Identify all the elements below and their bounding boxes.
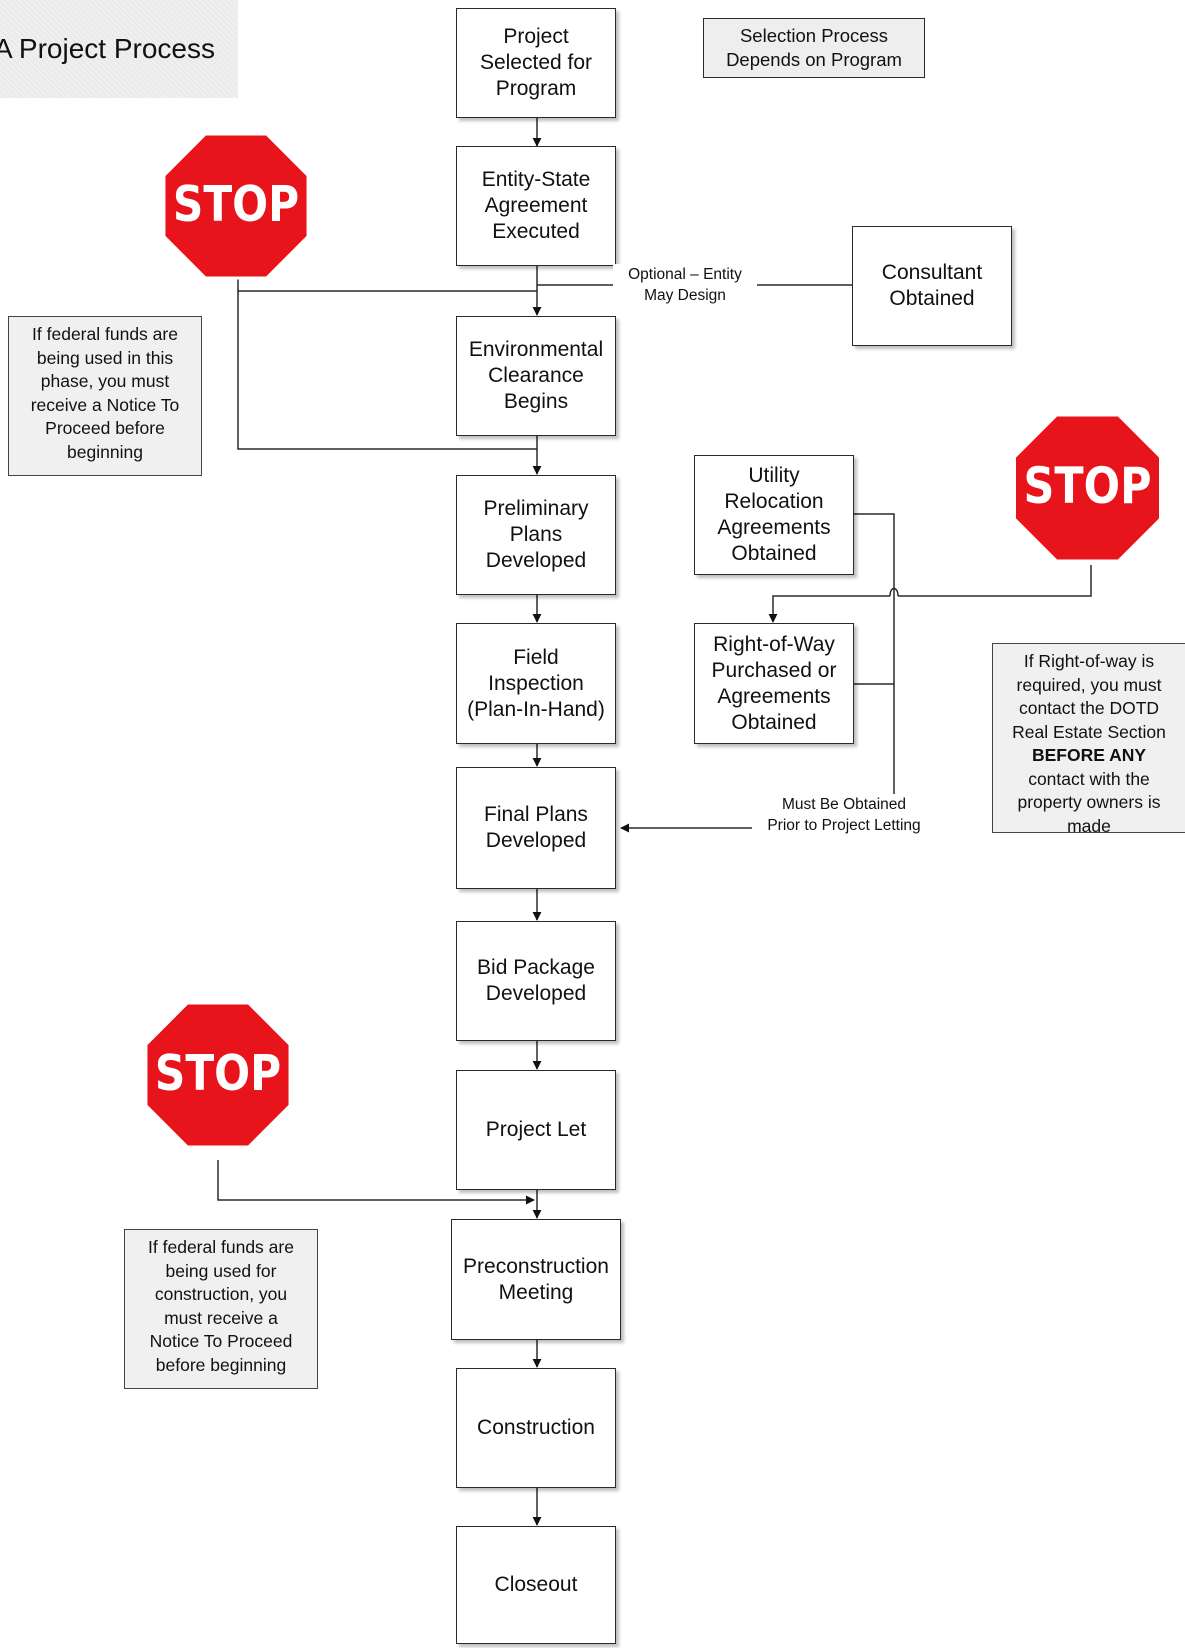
stop3-connector: [217, 1160, 535, 1205]
step-label: Final Plans Developed: [484, 803, 588, 852]
right-of-way-box: Right-of-Way Purchased or Agreements Obt…: [694, 623, 854, 744]
utility-relocation-box: Utility Relocation Agreements Obtained: [694, 455, 854, 575]
right-of-way-label: Right-of-Way Purchased or Agreements Obt…: [711, 632, 837, 734]
federal-funds-construction-note: If federal funds are being used for cons…: [124, 1229, 318, 1389]
step-label: Field Inspection (Plan-In-Hand): [467, 645, 605, 721]
step-label: Project Let: [485, 1118, 587, 1141]
step-label: Entity-State Agreement Executed: [481, 168, 591, 243]
step-environmental-clearance: Environmental Clearance Begins: [456, 316, 616, 436]
step-label: Preconstruction Meeting: [463, 1254, 609, 1304]
selection-process-box: Selection Process Depends on Program: [703, 18, 925, 78]
stop2-connector-arrow: [768, 595, 890, 623]
federal-funds-phase-text: If federal funds are being used in this …: [30, 324, 180, 462]
stop-sign-text: STOP: [155, 1044, 281, 1102]
step-label: Preliminary Plans Developed: [483, 497, 589, 572]
step-label: Bid Package Developed: [477, 956, 595, 1005]
right-of-way-note-text: If Right-of-way is required, you must co…: [1012, 651, 1166, 742]
step-project-selected: Project Selected for Program: [456, 8, 616, 118]
page-title: A Project Process: [0, 33, 215, 64]
step-bid-package: Bid Package Developed: [456, 921, 616, 1041]
prior-to-letting-text: Must Be Obtained Prior to Project Lettin…: [767, 796, 921, 834]
federal-funds-construction-text: If federal funds are being used for cons…: [148, 1237, 294, 1375]
right-of-way-note-bold: BEFORE ANY: [1031, 745, 1147, 765]
right-of-way-note-text-end: contact with the property owners is made: [1017, 768, 1161, 836]
step-preliminary-plans: Preliminary Plans Developed: [456, 475, 616, 595]
optional-entity-label: Optional – Entity May Design: [613, 264, 757, 306]
stop-sign-graphic: STOP: [1013, 413, 1162, 563]
step-label: Project Selected for Program: [479, 25, 593, 100]
stop-sign-text: STOP: [173, 175, 299, 233]
consultant-label: Consultant Obtained: [881, 261, 983, 310]
step-final-plans: Final Plans Developed: [456, 767, 616, 889]
stop-sign-icon: STOP: [1010, 413, 1165, 563]
title-panel: A Project Process: [0, 0, 238, 98]
step-label: Closeout: [494, 1573, 578, 1596]
step-entity-state-agreement: Entity-State Agreement Executed: [456, 146, 616, 266]
stop-sign-icon: STOP: [140, 1001, 296, 1149]
optional-entity-text: Optional – Entity May Design: [628, 266, 742, 304]
right-of-way-note: If Right-of-way is required, you must co…: [992, 643, 1185, 836]
stop-sign-graphic: STOP: [144, 1001, 292, 1149]
step-preconstruction-meeting: Preconstruction Meeting: [451, 1219, 621, 1340]
step-field-inspection: Field Inspection (Plan-In-Hand): [456, 623, 616, 744]
selection-process-label: Selection Process Depends on Program: [726, 25, 902, 70]
stop-sign-icon: STOP: [158, 132, 314, 280]
step-construction: Construction: [456, 1368, 616, 1488]
stop-sign-text: STOP: [1024, 457, 1152, 515]
federal-funds-phase-note: If federal funds are being used in this …: [8, 316, 202, 476]
step-label: Environmental Clearance Begins: [468, 338, 604, 413]
prior-to-letting-label: Must Be Obtained Prior to Project Lettin…: [752, 794, 936, 836]
stop-sign-graphic: STOP: [162, 132, 310, 280]
step-closeout: Closeout: [456, 1526, 616, 1644]
step-project-let: Project Let: [456, 1070, 616, 1190]
stop1-connector-lower: [237, 291, 537, 450]
step-label: Construction: [477, 1416, 595, 1439]
utility-label: Utility Relocation Agreements Obtained: [717, 464, 831, 565]
stop2-connector: [898, 565, 1092, 597]
consultant-obtained-box: Consultant Obtained: [852, 226, 1012, 346]
